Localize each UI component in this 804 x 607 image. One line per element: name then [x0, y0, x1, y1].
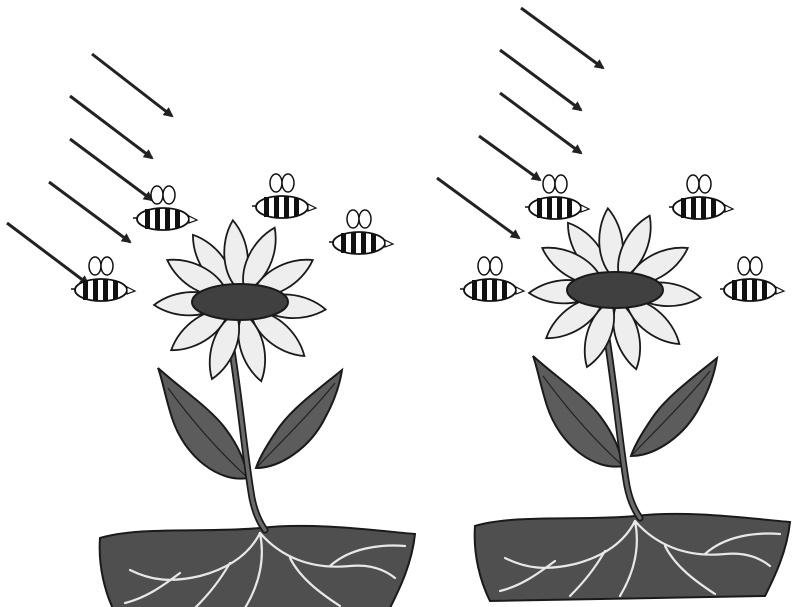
arrow-icon: [521, 8, 603, 68]
left-sun-arrows: [7, 54, 172, 284]
bee-icon: [720, 257, 784, 301]
left-flower-icon: [100, 219, 415, 607]
bee-icon: [669, 175, 733, 219]
left-panel: [7, 54, 415, 607]
arrow-icon: [479, 136, 540, 180]
arrow-icon: [92, 54, 172, 116]
bee-icon: [252, 174, 316, 218]
arrow-icon: [7, 223, 88, 284]
right-panel: [437, 8, 790, 601]
bee-icon: [525, 175, 589, 219]
arrow-icon: [49, 182, 130, 242]
bee-icon: [329, 210, 393, 254]
bee-icon: [460, 257, 524, 301]
arrow-icon: [437, 178, 519, 238]
